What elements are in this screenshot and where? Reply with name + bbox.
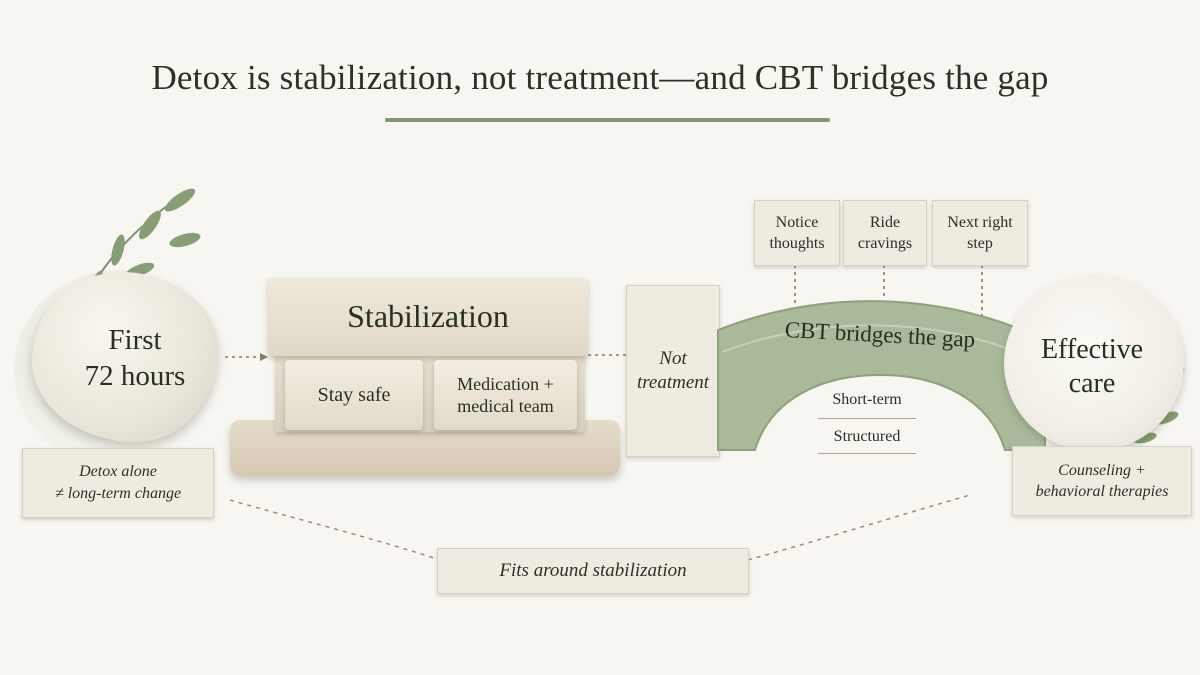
note-right-line2: behavioral therapies <box>1035 483 1169 500</box>
card-2-line1: Ride <box>869 214 901 231</box>
card-1-line2: thoughts <box>769 235 825 252</box>
title-underline <box>385 118 830 122</box>
note-fits-around: Fits around stabilization <box>437 548 749 594</box>
term-structured: Structured <box>833 428 901 445</box>
card-notice-thoughts: Notice thoughts <box>754 200 840 266</box>
note-left-line2: ≠ long-term change <box>54 485 182 502</box>
effective-care-label: Effective care <box>1010 333 1174 401</box>
card-ride-cravings: Ride cravings <box>843 200 927 266</box>
care-line2: care <box>1068 368 1116 399</box>
medication-line2: medical team <box>457 396 554 416</box>
card-3-line1: Next right <box>947 214 1013 231</box>
curve-right <box>747 494 971 561</box>
note-left-line1: Detox alone <box>79 463 157 480</box>
curve-left <box>229 499 441 561</box>
first-72-hours-stone <box>32 272 218 442</box>
page-title: Detox is stabilization, not treatment—an… <box>151 58 1049 97</box>
cbt-bridge <box>717 300 1046 451</box>
note-detox-alone: Detox alone ≠ long-term change <box>22 448 214 518</box>
card-1-line1: Notice <box>775 214 819 231</box>
stone-label-line2: 72 hours <box>84 360 186 392</box>
note-bottom-label: Fits around stabilization <box>499 560 687 581</box>
not-treatment-panel: Not treatment <box>626 285 720 457</box>
card-3-line2: step <box>967 235 993 252</box>
not-treatment-line2: treatment <box>636 372 710 393</box>
note-counseling: Counseling + behavioral therapies <box>1012 446 1192 516</box>
not-treatment-line1: Not <box>659 348 687 369</box>
medication-block: Medication + medical team <box>434 360 577 430</box>
stone-label-line1: First <box>108 324 162 356</box>
stabilization-title: Stabilization <box>347 298 509 334</box>
card-next-right-step: Next right step <box>932 200 1028 266</box>
arrowhead-right-icon <box>260 353 268 361</box>
note-right-line1: Counseling + <box>1058 462 1146 479</box>
effective-care-circle <box>1004 276 1184 451</box>
term-short-term: Short-term <box>832 391 902 408</box>
term-divider <box>818 453 916 454</box>
term-divider <box>818 418 916 419</box>
stay-safe-label: Stay safe <box>317 384 391 406</box>
card-2-line2: cravings <box>857 235 913 252</box>
medication-line1: Medication + <box>457 374 554 394</box>
stabilization-top-block <box>268 278 588 356</box>
stay-safe-block: Stay safe <box>285 360 423 430</box>
stone-label: First 72 hours <box>40 322 230 394</box>
care-line1: Effective <box>1040 334 1144 365</box>
